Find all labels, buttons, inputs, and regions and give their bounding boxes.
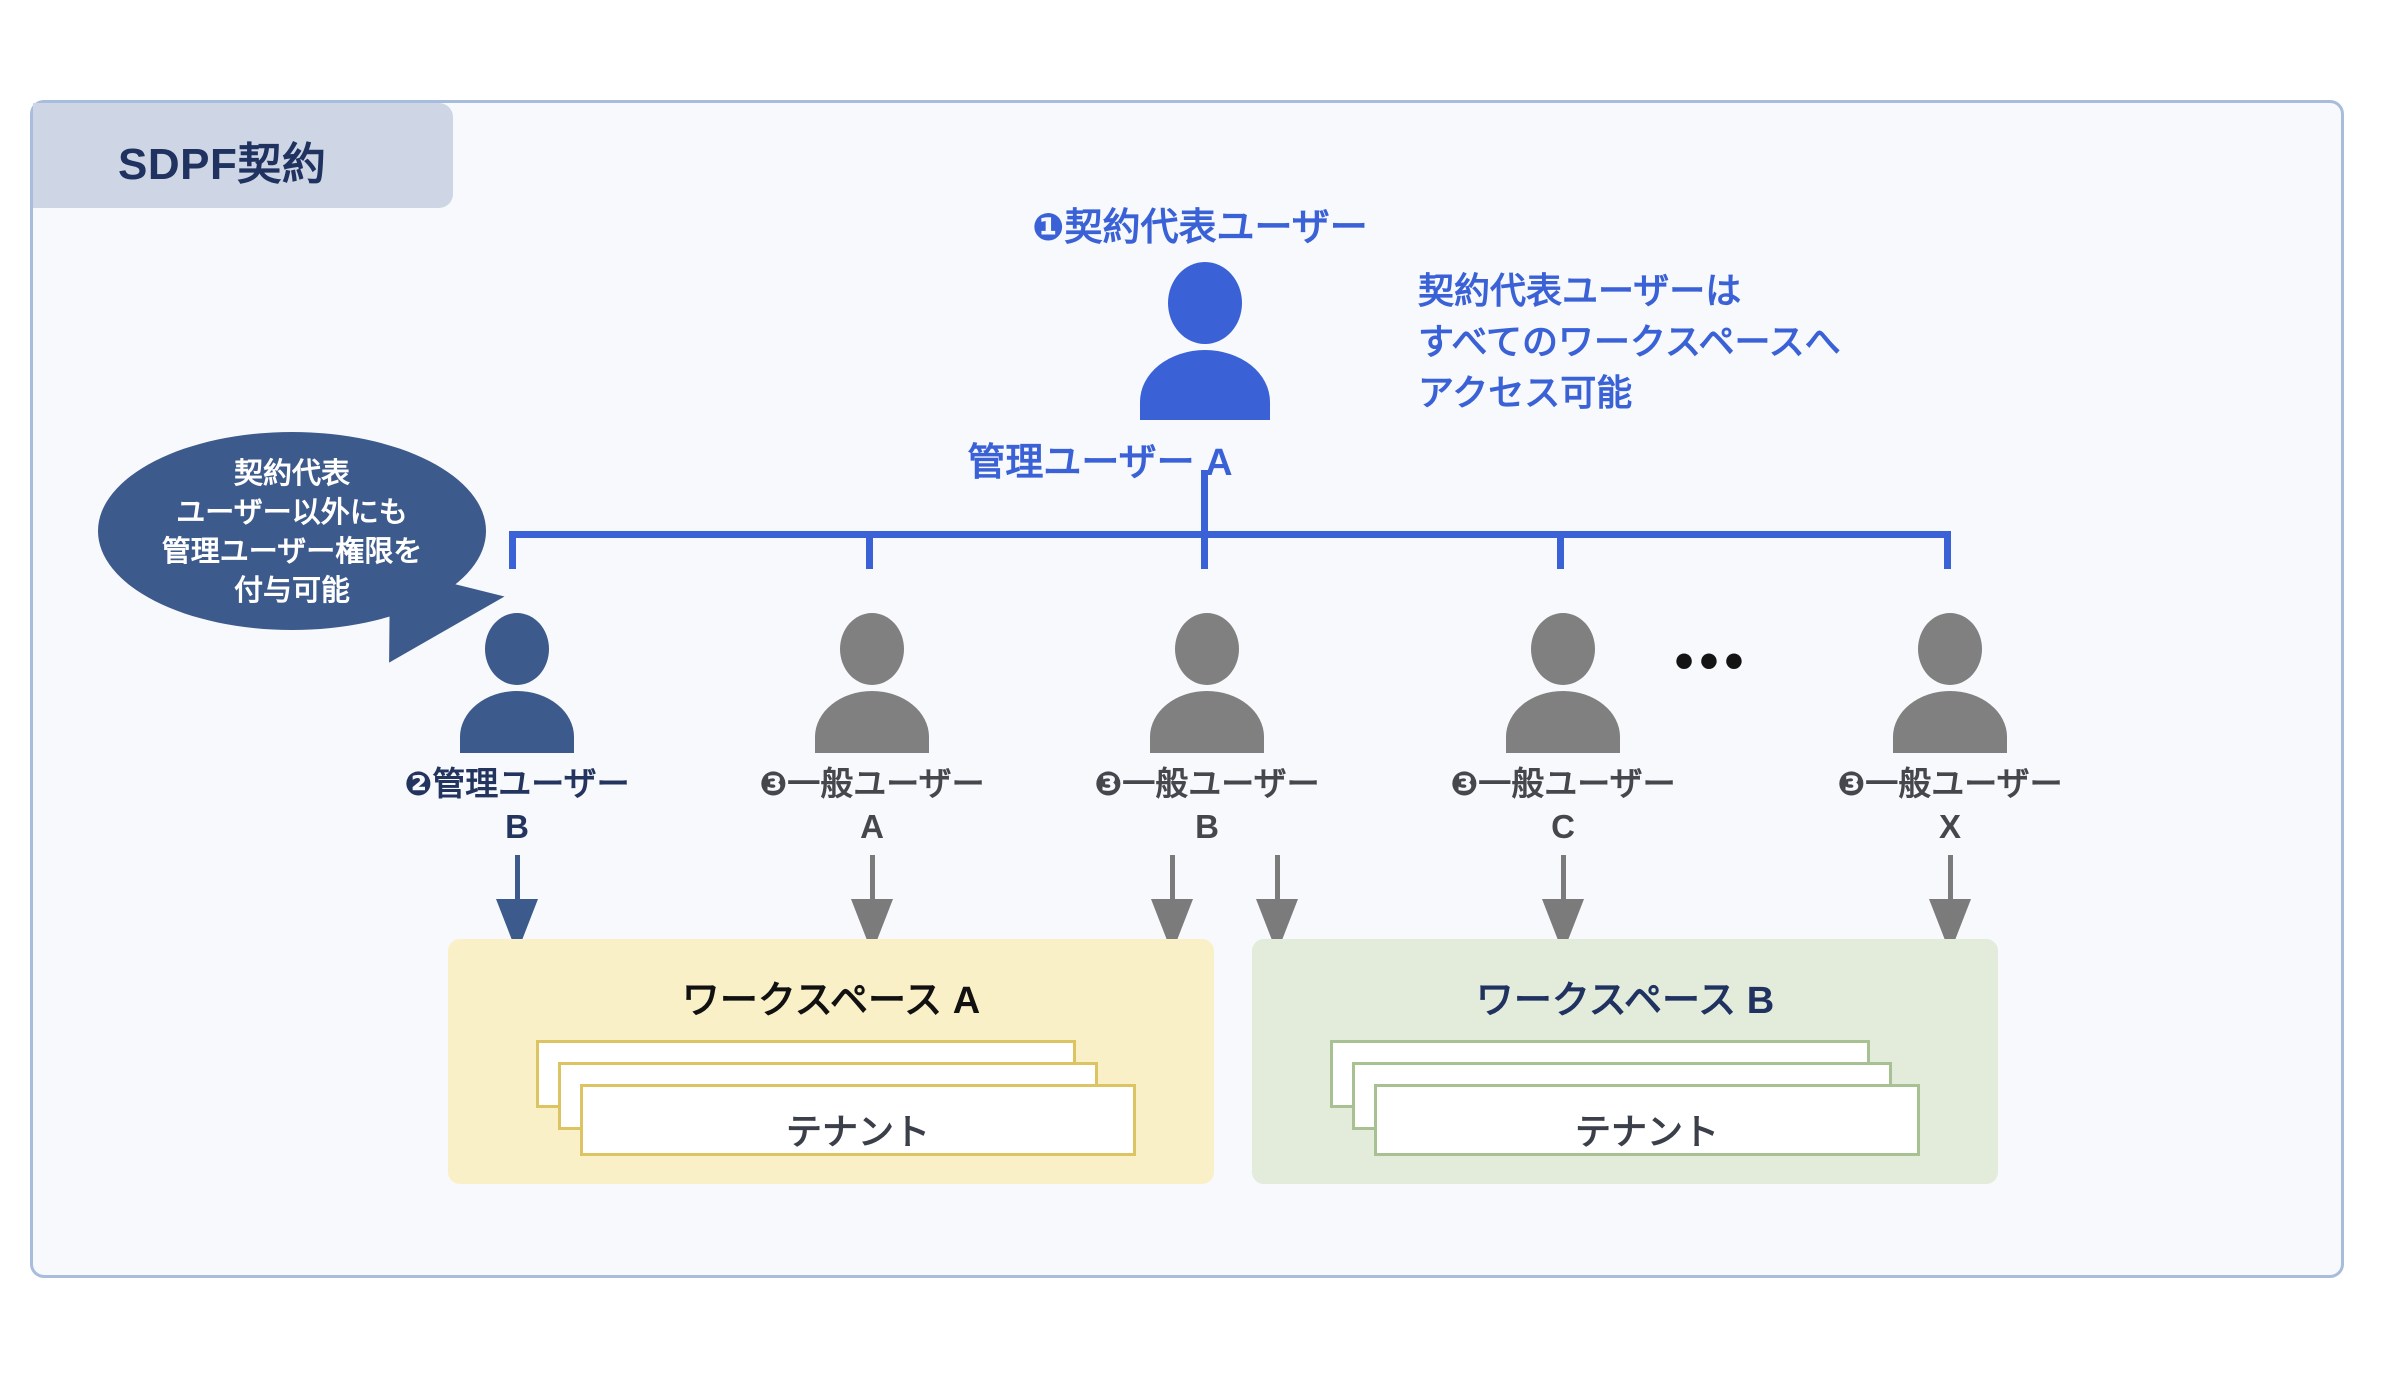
connector-drop-4 bbox=[1557, 531, 1564, 569]
callout-bubble-text: 契約代表 ユーザー以外にも 管理ユーザー権限を 付与可能 bbox=[161, 458, 423, 607]
root-user-note: 契約代表ユーザーは すべてのワークスペースへ アクセス可能 bbox=[1418, 270, 1841, 414]
tenant-card-front: テナント bbox=[580, 1084, 1136, 1156]
sdpf-contract-title: SDPF契約 bbox=[118, 140, 327, 189]
child-user-label-general-c: ❸一般ユーザー C bbox=[1450, 765, 1676, 845]
connector-drop-2 bbox=[866, 531, 873, 569]
child-person-icon-general-b bbox=[1150, 613, 1264, 753]
workspace-a-tenant-stack: テナント bbox=[536, 1040, 1136, 1156]
workspace-b-title: ワークスペース B bbox=[1475, 980, 1775, 1022]
callout-bubble bbox=[98, 432, 486, 630]
tenant-card-front: テナント bbox=[1374, 1084, 1920, 1156]
connector-drop-5 bbox=[1944, 531, 1951, 569]
child-user-label-general-x: ❸一般ユーザー X bbox=[1837, 765, 2063, 845]
child-user-label-general-b: ❸一般ユーザー B bbox=[1094, 765, 1320, 845]
child-person-icon-general-a bbox=[815, 613, 929, 753]
tenant-label: テナント bbox=[1574, 1111, 1719, 1152]
ellipsis-indicator: ••• bbox=[1674, 631, 1750, 691]
root-user-badge-label: ❶契約代表ユーザー bbox=[1032, 207, 1368, 249]
child-person-icon-admin-b bbox=[460, 613, 574, 753]
workspace-b: ワークスペース B テナント bbox=[1252, 939, 1998, 1184]
workspace-b-tenant-stack: テナント bbox=[1330, 1040, 1930, 1156]
child-user-label-admin-b: ❷管理ユーザー B bbox=[404, 765, 630, 845]
child-user-label-general-a: ❸一般ユーザー A bbox=[759, 765, 985, 845]
root-person-icon bbox=[1140, 262, 1270, 420]
connector-drop-1 bbox=[509, 531, 516, 569]
connector-bus bbox=[509, 531, 1951, 538]
root-user-name: 管理ユーザー A bbox=[967, 442, 1233, 484]
connector-root-stem bbox=[1201, 470, 1208, 535]
sdpf-contract-tab bbox=[33, 103, 453, 208]
workspace-a: ワークスペース A テナント bbox=[448, 939, 1214, 1184]
workspace-a-title: ワークスペース A bbox=[681, 980, 981, 1022]
child-person-icon-general-x bbox=[1893, 613, 2007, 753]
child-person-icon-general-c bbox=[1506, 613, 1620, 753]
connector-drop-3 bbox=[1201, 531, 1208, 569]
tenant-label: テナント bbox=[785, 1111, 930, 1152]
